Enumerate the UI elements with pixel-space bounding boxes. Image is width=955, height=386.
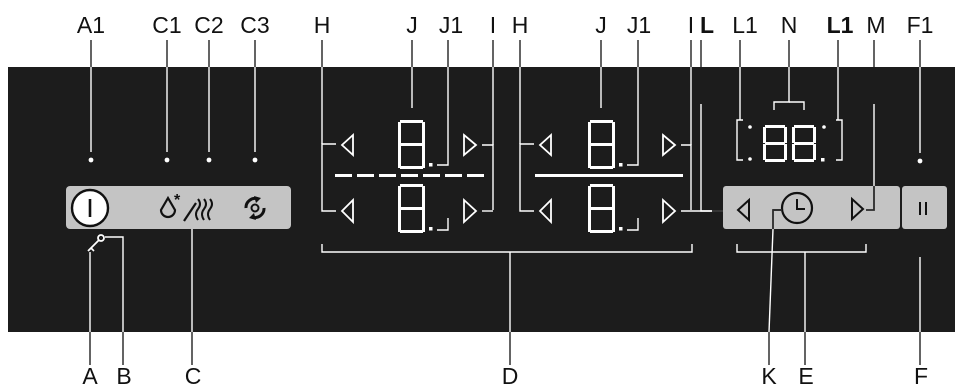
label-h-2: H [512, 12, 529, 38]
digit-8-lower [398, 184, 433, 233]
digit-8-timer-1 [763, 125, 787, 162]
svg-text:*: * [174, 192, 181, 209]
arrow-left-icon[interactable] [340, 197, 354, 225]
label-e: E [798, 363, 813, 386]
label-b: B [116, 363, 131, 386]
timer-display [736, 119, 843, 162]
pause-icon[interactable] [919, 202, 927, 215]
label-c1: C1 [152, 12, 181, 38]
label-f: F [914, 363, 928, 386]
label-a1: A1 [77, 12, 105, 38]
key-lock-icon [87, 234, 105, 252]
zone-2-display [519, 104, 723, 233]
label-j-2: J [595, 12, 607, 38]
bottom-labels: A B C D K E F [82, 363, 928, 386]
arrow-left-icon[interactable] [538, 132, 552, 158]
label-k: K [761, 363, 777, 386]
zone-1-display [321, 104, 494, 233]
top-labels: A1 C1 C2 C3 H J J1 I H J J1 I L L1 N L1 … [77, 12, 933, 38]
water-frost-heat-icon[interactable]: * [159, 192, 213, 222]
arrow-right-icon[interactable] [463, 197, 478, 225]
label-i: I [490, 12, 496, 38]
arrow-left-icon[interactable] [340, 132, 354, 158]
label-d: D [502, 363, 519, 386]
clock-icon[interactable] [780, 191, 814, 225]
arrow-left-icon[interactable] [736, 197, 750, 223]
label-j: J [406, 12, 418, 38]
solid-separator [535, 174, 683, 177]
indicator-dot-a1 [88, 157, 94, 163]
indicator-dot-c3 [252, 157, 258, 163]
label-c2: C2 [194, 12, 223, 38]
label-n: N [781, 12, 798, 38]
pause-strip [902, 186, 947, 229]
label-j1: J1 [439, 12, 463, 38]
recirculation-fan-icon[interactable] [244, 196, 266, 220]
label-a: A [82, 363, 98, 386]
label-l1: L1 [732, 12, 758, 38]
label-m: M [866, 12, 885, 38]
label-i-2: I [688, 12, 694, 38]
arrow-right-icon[interactable] [851, 196, 865, 222]
function-strip [66, 186, 291, 229]
dashed-separator [335, 174, 484, 177]
power-icon[interactable] [70, 188, 110, 228]
arrow-left-icon[interactable] [538, 197, 552, 225]
digit-8-timer-2 [792, 125, 825, 162]
label-l: L [700, 12, 714, 38]
digit-8-upper [398, 120, 433, 169]
indicator-dot-c2 [206, 157, 212, 163]
digit-8-lower [588, 184, 623, 233]
arrow-right-icon[interactable] [662, 133, 677, 157]
arrow-right-icon[interactable] [662, 197, 677, 225]
arrow-right-icon[interactable] [463, 133, 478, 157]
indicator-dot-f1 [917, 158, 923, 164]
label-h: H [314, 12, 331, 38]
label-l1-2: L1 [827, 12, 854, 38]
label-j1-2: J1 [627, 12, 651, 38]
digit-8-upper [588, 120, 623, 169]
label-c: C [185, 363, 202, 386]
label-c3: C3 [240, 12, 269, 38]
indicator-dot-c1 [164, 157, 170, 163]
label-f1: F1 [907, 12, 934, 38]
